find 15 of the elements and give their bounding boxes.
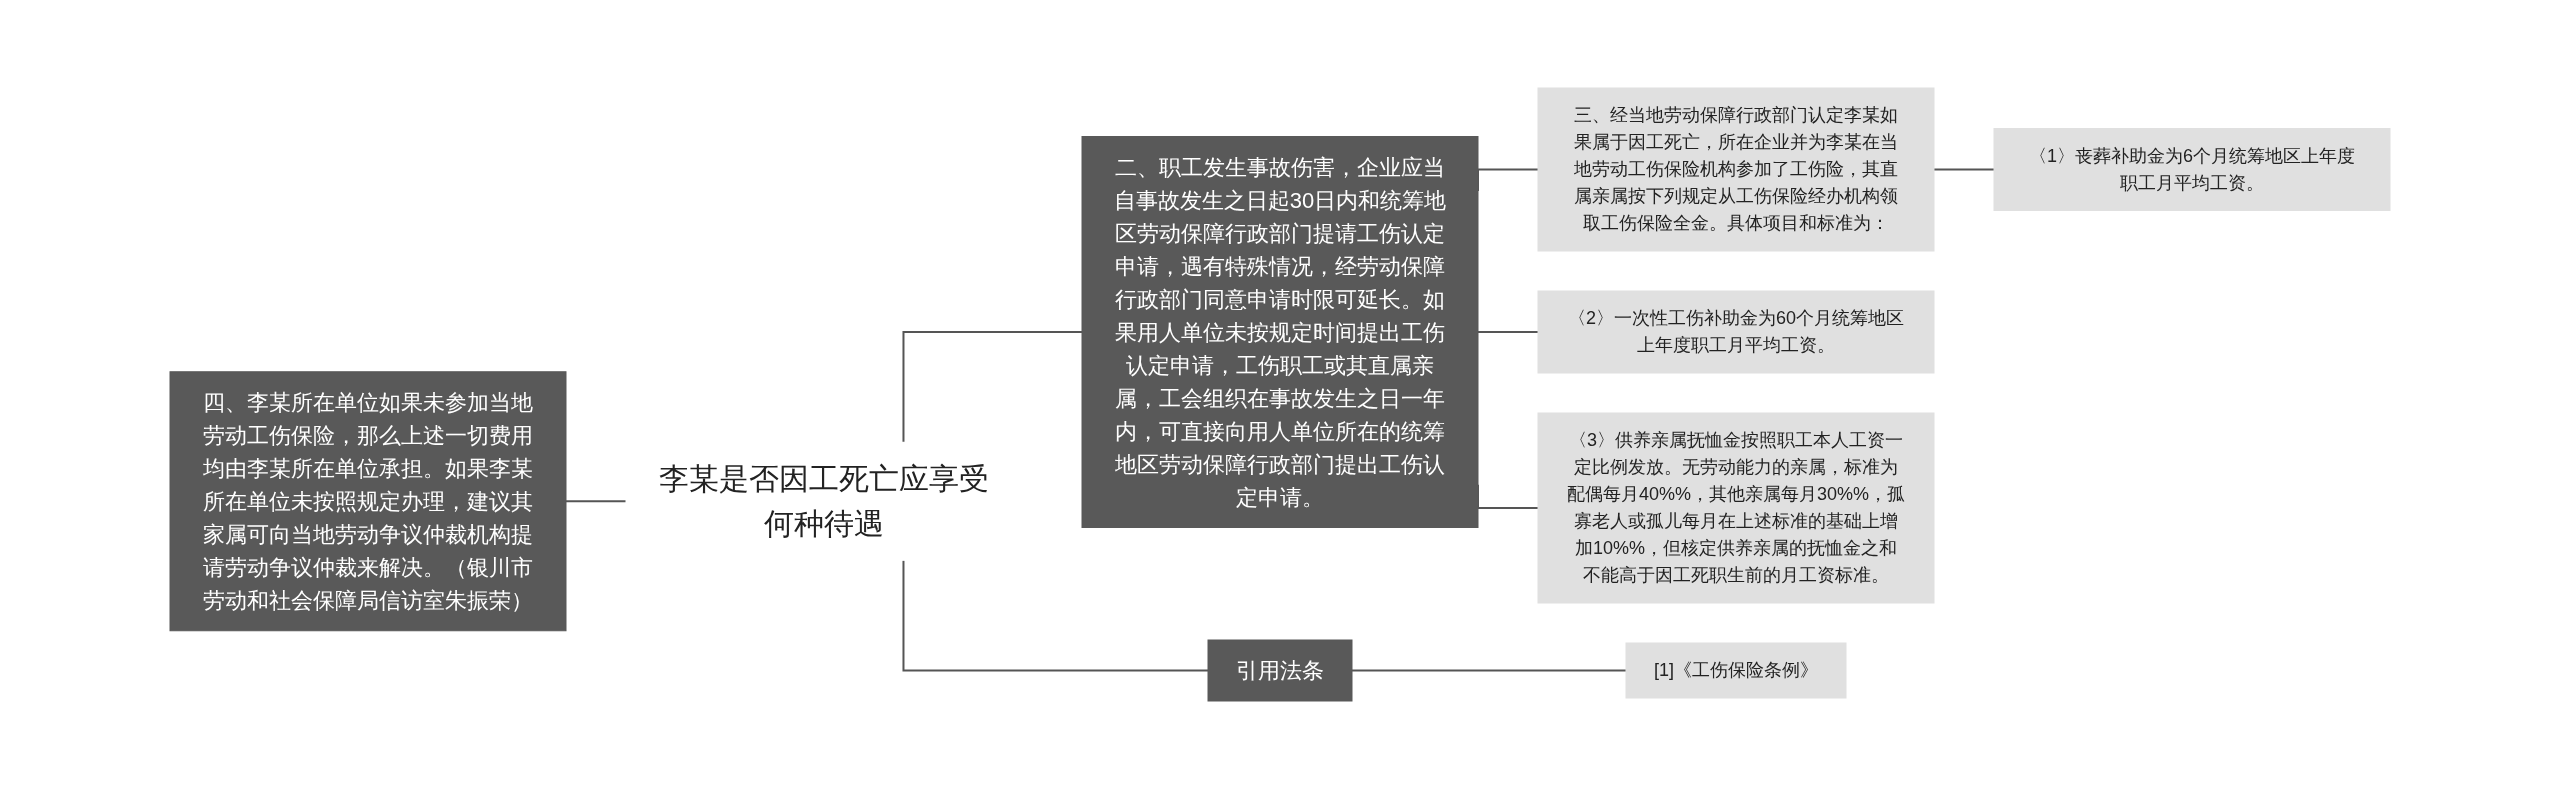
node-box: 〈2〉一次性工伤补助金为60个月统筹地区上年度职工月平均工资。 <box>1537 290 1935 374</box>
node-box: 〈1〉丧葬补助金为6个月统筹地区上年度职工月平均工资。 <box>1993 128 2391 211</box>
node-box: 〈3〉供养亲属抚恤金按照职工本人工资一定比例发放。无劳动能力的亲属，标准为配偶每月40%%，其他亲属每月30%%，孤寡老人或孤儿每月在上述标准的基础上增加10%%，但核定供养亲属的抚恤金之和不能高于因工死职生前的月工资标准。 <box>1537 412 1935 604</box>
connector <box>902 559 1209 672</box>
node-box: [1]《工伤保险条例》 <box>1625 642 1847 699</box>
connector <box>1351 669 1627 672</box>
connector <box>565 500 627 503</box>
connector <box>1477 331 1539 333</box>
node-box: 二、职工发生事故伤害，企业应当自事故发生之日起30日内和统筹地区劳动保障行政部门提请工伤认定申请，遇有特殊情况，经劳动保障行政部门同意申请时限可延长。如果用人单位未按规定时间提出工伤认定申请，工伤职工或其直属亲属，工会组织在事故发生之日一年内，可直接向用人单位所在的统筹地区劳动保障行政部门提出工伤认定申请。 <box>1081 136 1479 528</box>
connector <box>1933 168 1995 171</box>
node-box: 三、经当地劳动保障行政部门认定李某如果属于因工死亡，所在企业并为李某在当地劳动工伤保险机构参加了工伤险，其直属亲属按下列规定从工伤保险经办机构领取工伤保险全金。具体项目和标准为： <box>1537 87 1935 252</box>
node-box: 四、李某所在单位如果未参加当地劳动工伤保险，那么上述一切费用均由李某所在单位承担。如果李某所在单位未按照规定办理，建议其家属可向当地劳动争议仲裁机构提请劳动争议仲裁来解决。（银川市劳动和社会保障局信访室朱振荣） <box>169 371 567 632</box>
node-box: 引用法条 <box>1207 639 1353 702</box>
node-text: 李某是否因工死亡应享受何种待遇 <box>659 462 989 541</box>
connector <box>902 331 1083 444</box>
